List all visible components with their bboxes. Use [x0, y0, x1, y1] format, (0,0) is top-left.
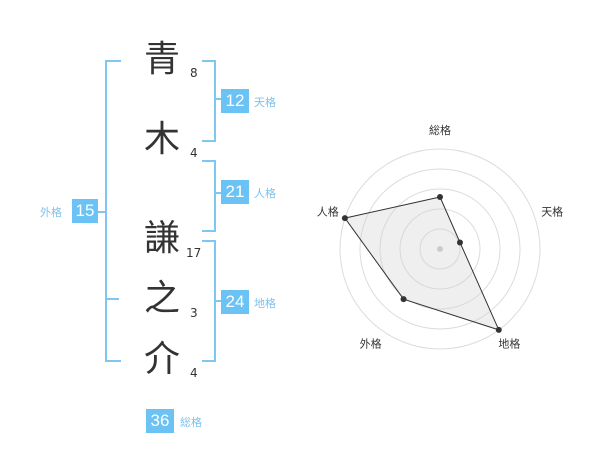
gaikaku-bracket-tick [105, 298, 119, 300]
radar-point-4 [341, 215, 348, 222]
stroke-count-5: 4 [190, 366, 198, 380]
radar-point-2 [495, 326, 502, 333]
radar-center-dot [437, 246, 443, 252]
chikaku-value-badge: 24 [221, 290, 249, 314]
radar-axis-label-2: 地格 [498, 337, 520, 351]
tenkaku-value-badge: 12 [221, 89, 249, 113]
radar-polygon [344, 196, 500, 331]
stroke-count-4: 3 [190, 306, 198, 320]
radar-point-0 [437, 194, 443, 200]
name-char-3: 謙 [143, 218, 180, 259]
gaikaku-connector [98, 211, 105, 213]
jinkaku-bracket [202, 160, 216, 232]
chikaku-label: 地格 [254, 297, 276, 310]
tenkaku-bracket [202, 60, 216, 142]
radar-ring-5 [339, 148, 541, 350]
radar-point-1 [456, 239, 463, 246]
jinkaku-value-badge: 21 [221, 180, 249, 204]
radar-ring-2 [399, 208, 481, 290]
stroke-count-1: 8 [190, 66, 198, 80]
gaikaku-label: 外格 [40, 206, 62, 219]
jinkaku-connector [214, 192, 222, 194]
radar-point-3 [400, 296, 407, 303]
radar-axis-label-4: 人格 [317, 205, 339, 219]
soukaku-value-badge: 36 [146, 409, 174, 433]
radar-axis-label-3: 外格 [360, 337, 382, 351]
radar-axis-label-1: 天格 [541, 205, 563, 219]
radar-ring-1 [419, 228, 461, 270]
gaikaku-value-badge: 15 [72, 199, 98, 223]
radar-ring-3 [379, 188, 501, 310]
name-char-4: 之 [143, 278, 180, 319]
gaikaku-bracket [105, 60, 121, 362]
chikaku-connector [214, 300, 222, 302]
tenkaku-connector [214, 98, 222, 100]
soukaku-label: 総格 [180, 416, 202, 429]
radar-ring-4 [359, 168, 521, 330]
stroke-count-3: 17 [186, 246, 202, 260]
name-char-1: 青 [143, 39, 180, 80]
jinkaku-label: 人格 [254, 187, 276, 200]
tenkaku-label: 天格 [254, 96, 276, 109]
stroke-count-2: 4 [190, 146, 198, 160]
name-char-2: 木 [143, 119, 180, 160]
name-char-5: 介 [143, 339, 180, 380]
radar-axis-label-0: 総格 [429, 123, 451, 137]
